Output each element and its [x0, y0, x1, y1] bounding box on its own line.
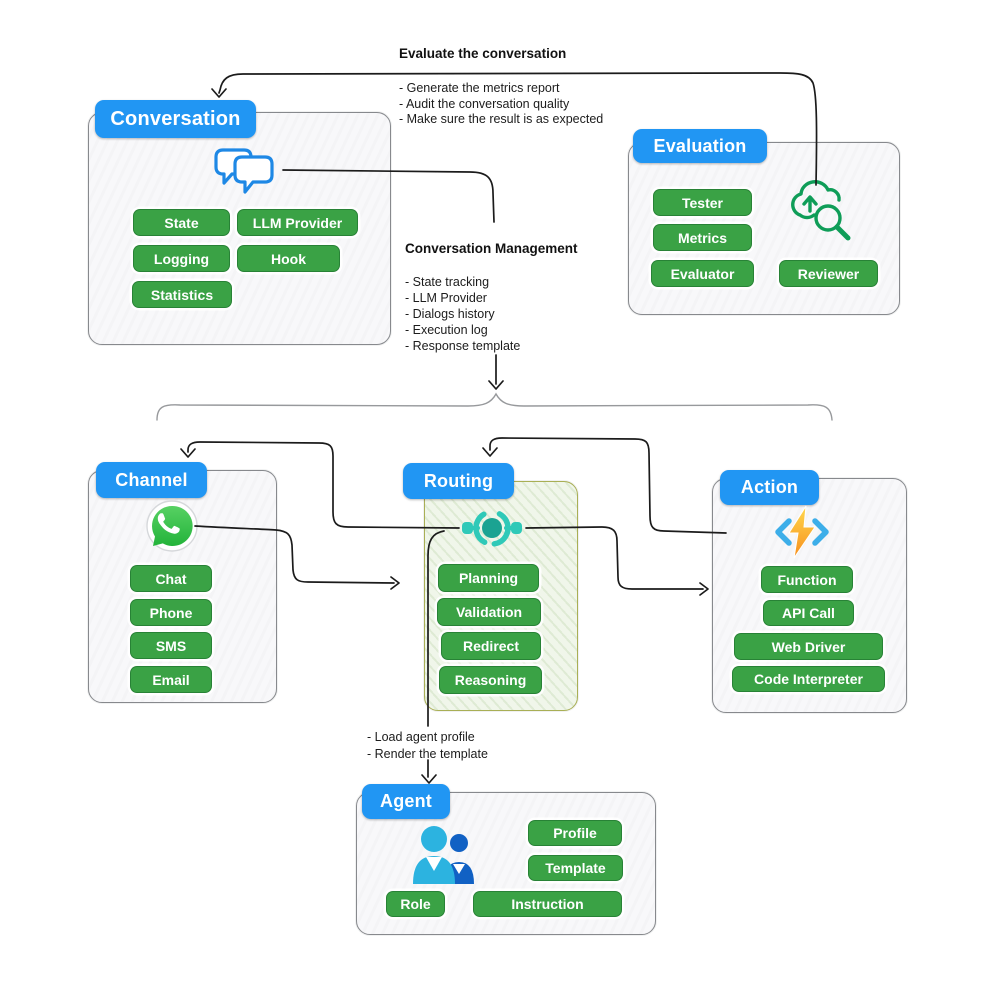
pill-state: State — [133, 209, 230, 236]
evaluate-note-title: Evaluate the conversation — [399, 46, 567, 61]
cloud-search-icon — [791, 180, 851, 241]
pill-statistics: Statistics — [132, 281, 232, 308]
note-line: - Dialogs history — [405, 307, 495, 321]
evaluation-header: Evaluation — [633, 129, 767, 163]
pill-logging: Logging — [133, 245, 230, 272]
action-header: Action — [720, 470, 819, 505]
pill-role: Role — [386, 891, 445, 917]
users-icon — [413, 826, 474, 884]
note-line: - LLM Provider — [405, 291, 487, 305]
whatsapp-icon — [146, 500, 198, 552]
pill-chat: Chat — [130, 565, 212, 592]
note-line: - State tracking — [405, 275, 490, 289]
note-line: - Generate the metrics report — [399, 81, 560, 95]
pill-reasoning: Reasoning — [439, 666, 542, 694]
conversation-header: Conversation — [95, 100, 256, 138]
pill-hook: Hook — [237, 245, 340, 272]
note-line: - Response template — [405, 339, 521, 353]
pill-llm-provider: LLM Provider — [237, 209, 358, 236]
pill-function: Function — [761, 566, 853, 593]
pill-sms: SMS — [130, 632, 212, 659]
pill-api-call: API Call — [763, 600, 854, 626]
pill-instruction: Instruction — [473, 891, 622, 917]
router-hub-icon — [462, 509, 522, 547]
conversation-management-list: - State tracking - LLM Provider - Dialog… — [405, 274, 520, 354]
brace — [156, 392, 833, 421]
note-line: - Load agent profile — [367, 730, 475, 744]
channel-header: Channel — [96, 462, 207, 498]
agent-note-list: - Load agent profile - Render the templa… — [367, 729, 488, 762]
azure-function-icon — [775, 505, 829, 559]
pill-web-driver: Web Driver — [734, 633, 883, 660]
pill-tester: Tester — [653, 189, 752, 216]
note-line: - Audit the conversation quality — [399, 96, 570, 111]
pill-redirect: Redirect — [441, 632, 541, 660]
note-line: - Make sure the result is as expected — [399, 112, 604, 126]
pill-reviewer: Reviewer — [779, 260, 878, 287]
routing-header: Routing — [403, 463, 514, 499]
note-line: - Render the template — [367, 746, 488, 761]
pill-template: Template — [528, 855, 623, 881]
pill-code-interpreter: Code Interpreter — [732, 666, 885, 692]
conversation-management-title: Conversation Management — [405, 241, 578, 256]
pill-metrics: Metrics — [653, 224, 752, 251]
agent-header: Agent — [362, 784, 450, 819]
pill-evaluator: Evaluator — [651, 260, 754, 287]
evaluate-note-list: - Generate the metrics report - Audit th… — [399, 81, 603, 128]
pill-profile: Profile — [528, 820, 622, 846]
pill-validation: Validation — [437, 598, 541, 626]
pill-phone: Phone — [130, 599, 212, 626]
pill-planning: Planning — [438, 564, 539, 592]
pill-email: Email — [130, 666, 212, 693]
chat-bubbles-icon — [214, 148, 274, 194]
note-line: - Execution log — [405, 323, 488, 337]
